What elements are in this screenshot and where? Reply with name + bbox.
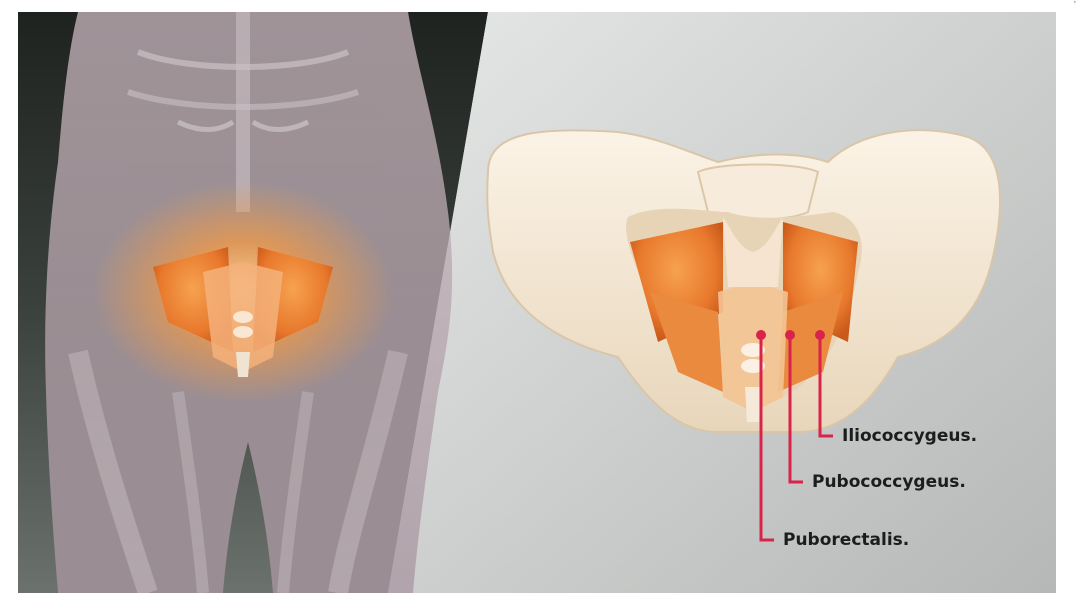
puborectalis-dot: [756, 330, 766, 340]
pubococcygeus-dot: [785, 330, 795, 340]
anatomy-illustration: Iliococcygeus. Pubococcygeus. Puborectal…: [18, 12, 1056, 593]
corner-mark: ’: [1074, 0, 1076, 11]
iliococcygeus-dot: [815, 330, 825, 340]
puborectalis-label: Puborectalis.: [783, 530, 909, 550]
pubococcygeus-label: Pubococcygeus.: [812, 472, 966, 492]
illustration-artwork: [18, 12, 1056, 593]
iliococcygeus-label: Iliococcygeus.: [842, 426, 977, 446]
